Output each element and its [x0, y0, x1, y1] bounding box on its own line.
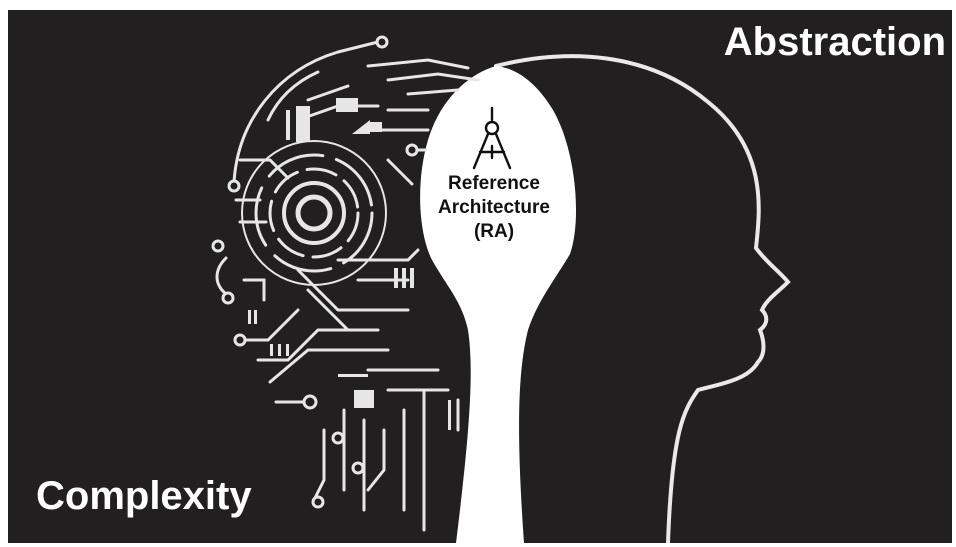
illustration-canvas: Abstraction Complexity Reference Archite…: [8, 10, 952, 543]
reference-architecture-shape: [420, 66, 577, 543]
reference-architecture-label: Reference Architecture (RA): [422, 172, 566, 244]
circuit-board-head: [211, 35, 480, 532]
ra-line-2: Architecture: [438, 197, 550, 218]
ra-line-3: (RA): [473, 221, 515, 242]
complexity-label: Complexity: [36, 474, 252, 518]
drafting-compass-icon: [472, 106, 512, 170]
circuit-chips: [248, 98, 451, 430]
ra-line-1: Reference: [448, 173, 540, 194]
abstraction-label: Abstraction: [723, 20, 946, 64]
human-head-outline: [494, 54, 791, 543]
head-illustration: [211, 35, 791, 543]
